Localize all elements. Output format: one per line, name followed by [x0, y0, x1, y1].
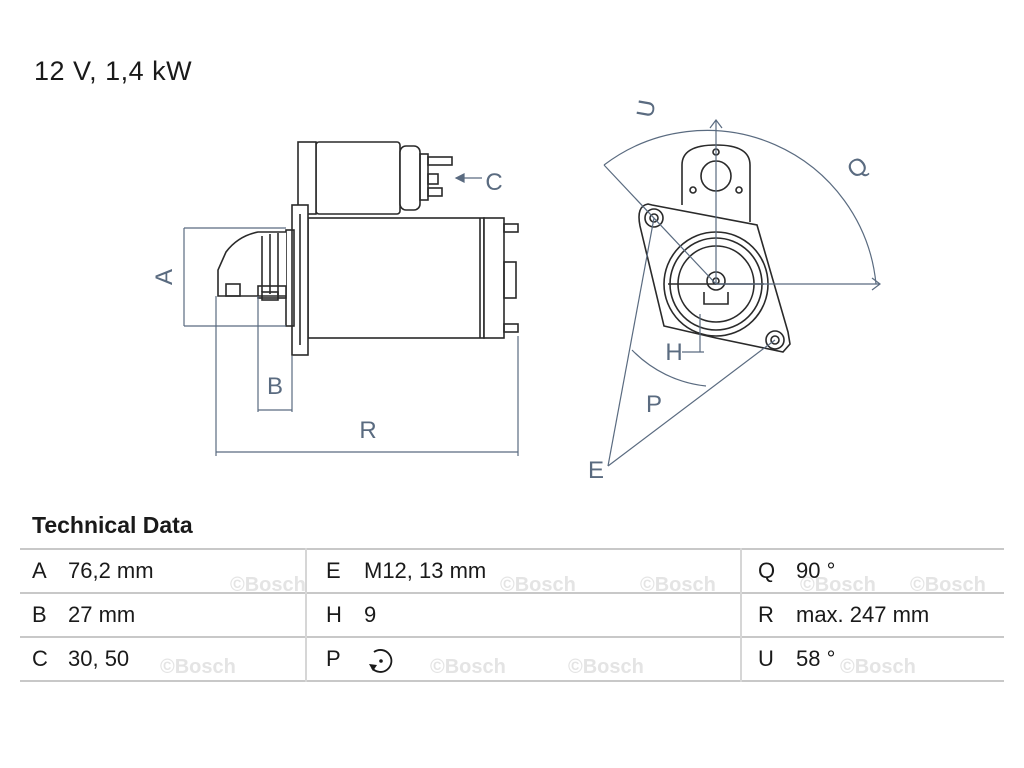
key-Q: Q — [758, 558, 776, 583]
starter-front-view — [638, 144, 791, 353]
technical-data-table: ©Bosch ©Bosch ©Bosch ©Bosch ©Bosch ©Bosc… — [20, 548, 1004, 682]
bosch-watermark: ©Bosch — [640, 574, 716, 596]
value-C: 30, 50 — [68, 646, 130, 671]
table-divider — [20, 680, 1004, 682]
bosch-watermark: ©Bosch — [840, 656, 916, 678]
table-divider — [20, 548, 1004, 550]
column-divider — [740, 548, 742, 682]
key-A: A — [32, 558, 47, 583]
key-E: E — [326, 558, 341, 583]
key-B: B — [32, 602, 47, 627]
value-A: 76,2 mm — [68, 558, 154, 583]
dim-label-A: A — [151, 269, 178, 285]
value-R: max. 247 mm — [796, 602, 930, 627]
dim-label-R: R — [359, 417, 376, 444]
value-E: M12, 13 mm — [364, 558, 487, 583]
technical-data-title: Technical Data — [32, 512, 193, 538]
bosch-watermark: ©Bosch — [230, 574, 306, 596]
starter-motor-drawing: A B R C U Q H P E — [151, 98, 881, 484]
key-H: H — [326, 602, 342, 627]
bosch-watermark: ©Bosch — [568, 656, 644, 678]
table-divider — [20, 592, 1004, 594]
key-P: P — [326, 646, 341, 671]
bosch-watermark: ©Bosch — [800, 574, 876, 596]
starter-side-view — [217, 141, 519, 356]
rotation-direction-icon — [369, 649, 393, 673]
bosch-watermark: ©Bosch — [160, 656, 236, 678]
column-divider — [305, 548, 307, 682]
dim-label-P: P — [646, 391, 662, 418]
key-R: R — [758, 602, 774, 627]
front-view-dimensions — [603, 119, 881, 467]
side-view-dimensions — [183, 173, 519, 456]
value-B: 27 mm — [68, 602, 136, 627]
dim-label-B: B — [267, 373, 283, 400]
value-Q: 90 ° — [796, 558, 836, 583]
dim-label-C: C — [485, 169, 502, 196]
key-C: C — [32, 646, 48, 671]
dim-label-H: H — [665, 339, 682, 366]
bosch-watermark: ©Bosch — [500, 574, 576, 596]
table-divider — [20, 636, 1004, 638]
value-U: 58 ° — [796, 646, 836, 671]
value-H: 9 — [364, 602, 377, 627]
bosch-watermark: ©Bosch — [430, 656, 506, 678]
bosch-watermark: ©Bosch — [910, 574, 986, 596]
dim-label-Q: Q — [842, 151, 873, 184]
dim-label-E: E — [588, 457, 604, 484]
key-U: U — [758, 646, 774, 671]
dim-label-U: U — [632, 98, 662, 120]
voltage-power-spec: 12 V, 1,4 kW — [34, 56, 193, 86]
